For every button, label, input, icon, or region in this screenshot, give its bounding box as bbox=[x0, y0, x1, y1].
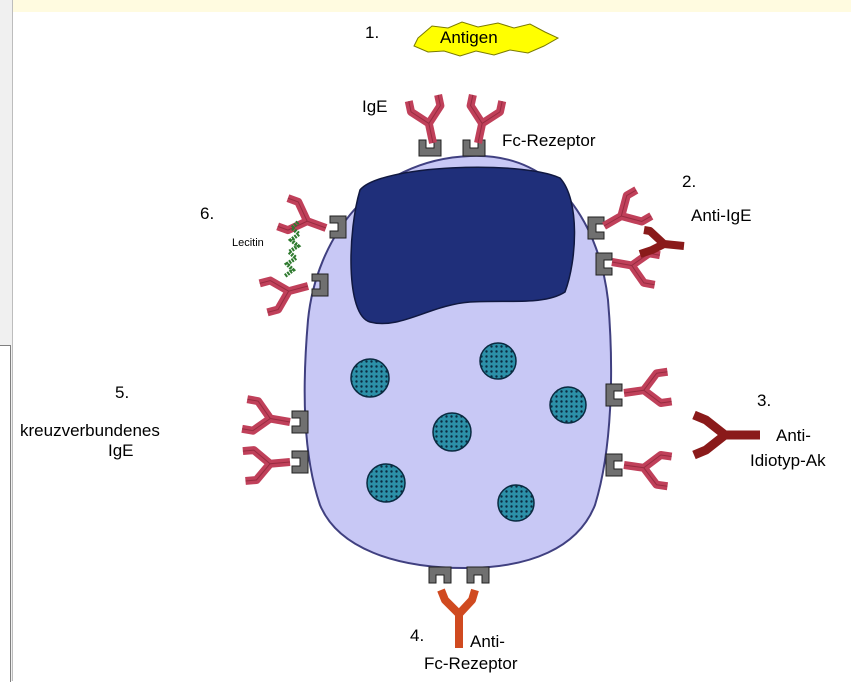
nucleus bbox=[351, 167, 575, 323]
label-anti-fc-line2: Fc-Rezeptor bbox=[424, 654, 518, 673]
label-kreuz-ige: IgE bbox=[108, 441, 134, 460]
fc-receptor bbox=[596, 253, 612, 275]
granule bbox=[498, 485, 534, 521]
label-anti-idiotyp-line1: Anti- bbox=[776, 426, 811, 445]
label-ige: IgE bbox=[362, 97, 388, 116]
ige-antibody bbox=[243, 447, 291, 481]
ige-antibody bbox=[622, 372, 672, 408]
label-1: 1. bbox=[365, 23, 379, 42]
ige-antibody bbox=[622, 450, 672, 486]
fc-receptor bbox=[588, 217, 604, 239]
label-lecitin: Lecitin bbox=[232, 237, 264, 249]
label-5: 5. bbox=[115, 383, 129, 402]
fc-receptor bbox=[330, 216, 346, 238]
granule bbox=[351, 359, 389, 397]
fc-receptor bbox=[292, 411, 308, 433]
ige-antibody bbox=[242, 399, 293, 437]
label-fc-rezeptor: Fc-Rezeptor bbox=[502, 131, 596, 150]
ige-antibody bbox=[409, 95, 448, 146]
fc-receptor bbox=[606, 384, 622, 406]
granule bbox=[367, 464, 405, 502]
ige-antibody bbox=[260, 272, 312, 313]
label-anti-fc-line1: Anti- bbox=[470, 632, 505, 651]
label-anti-ige: Anti-IgE bbox=[691, 206, 751, 225]
anti-idiotype-antibody bbox=[694, 415, 760, 455]
label-4: 4. bbox=[410, 626, 424, 645]
ige-antibody bbox=[463, 95, 502, 146]
fc-receptor bbox=[429, 567, 451, 583]
label-6: 6. bbox=[200, 204, 214, 223]
label-antigen: Antigen bbox=[440, 28, 498, 47]
ige-antibody bbox=[278, 198, 331, 242]
fc-receptor bbox=[292, 451, 308, 473]
anti-ige-antibody bbox=[640, 230, 684, 254]
label-anti-idiotyp-line2: Idiotyp-Ak bbox=[750, 451, 826, 470]
label-3: 3. bbox=[757, 391, 771, 410]
label-2: 2. bbox=[682, 172, 696, 191]
granule bbox=[550, 387, 586, 423]
granule bbox=[433, 413, 471, 451]
granule bbox=[480, 343, 516, 379]
label-kreuzverbundenes: kreuzverbundenes bbox=[20, 421, 160, 440]
fc-receptor bbox=[467, 567, 489, 583]
fc-receptor bbox=[606, 454, 622, 476]
ige-antibody bbox=[597, 190, 652, 239]
